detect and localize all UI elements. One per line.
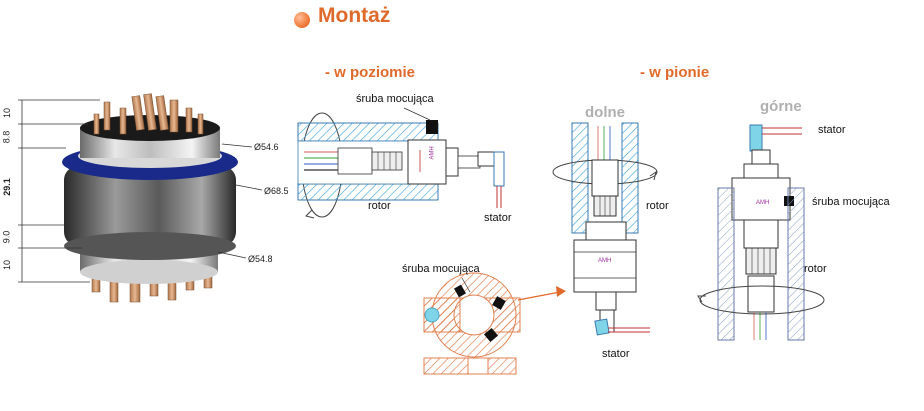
slip-ring-3d-render	[18, 93, 263, 303]
rotor-label-bottom: rotor	[646, 200, 669, 212]
rotor-label-horizontal: rotor	[368, 200, 391, 212]
page-title: Montaż	[318, 4, 391, 27]
dimension-h5: 10	[2, 259, 13, 271]
horizontal-mount-diagram	[297, 107, 505, 219]
dimension-h3: 29.1	[1, 178, 12, 196]
section-horizontal-label: - w poziomie	[325, 64, 415, 81]
dimension-h2: 8.8	[1, 130, 12, 144]
stator-label-bottom: stator	[602, 348, 630, 360]
mounting-screw-label-section: śruba mocująca	[402, 263, 480, 275]
brand-mark-horizontal: AMH	[429, 146, 436, 160]
vertical-top-title: górne	[760, 98, 802, 115]
vertical-bottom-diagram	[552, 122, 658, 336]
vertical-top-diagram	[697, 124, 825, 341]
brand-mark-top: AMH	[756, 200, 770, 206]
rotor-label-top: rotor	[804, 263, 827, 275]
stator-label-horizontal: stator	[484, 212, 512, 224]
section-vertical-label: - w pionie	[640, 64, 710, 81]
stator-label-top: stator	[818, 124, 846, 136]
vertical-bottom-title: dolne	[585, 104, 625, 121]
title-bullet-icon	[294, 12, 310, 28]
brand-mark-bottom: AMH	[598, 258, 612, 264]
mounting-screw-label-top: śruba mocująca	[812, 196, 890, 208]
screw-section-view	[423, 272, 566, 375]
dimension-dia-bottom: Ø54.8	[248, 254, 273, 264]
dimension-h4: 9.0	[1, 230, 12, 244]
dimension-h1: 10	[2, 107, 13, 119]
dimension-dia-mid: Ø68.5	[264, 186, 289, 196]
mounting-screw-label-horizontal: śruba mocująca	[356, 93, 434, 105]
dimension-dia-top: Ø54.6	[254, 142, 279, 152]
